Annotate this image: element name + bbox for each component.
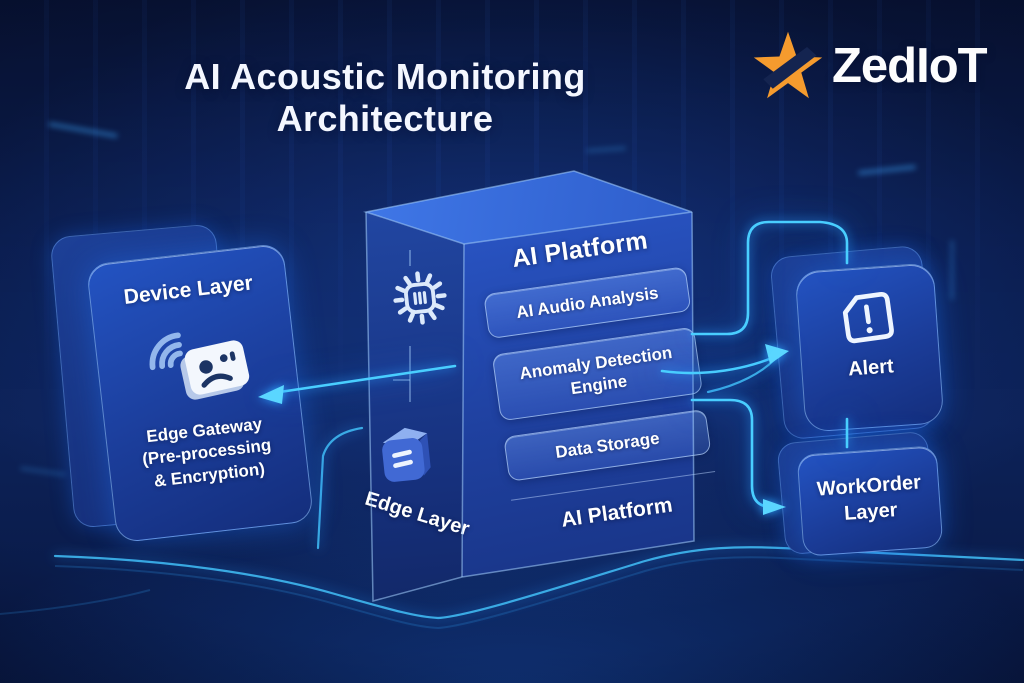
box-front-content: AI Platform AI Audio Analysis Anomaly De…: [470, 221, 727, 540]
page-title: AI Acoustic Monitoring Architecture: [80, 56, 690, 141]
warning-document-icon: [842, 291, 894, 344]
alert-label: Alert: [847, 355, 895, 381]
light-streak: [950, 240, 954, 300]
edge-cube-icon: [382, 427, 431, 482]
brand-logo: ZedIoT: [748, 28, 988, 104]
device-layer-card: Device Layer Edge Gateway (Pre-processin…: [85, 242, 315, 544]
ai-platform-box: Edge Layer AI Platform AI Audio Analysis…: [358, 165, 716, 615]
module-pill-data-storage: Data Storage: [503, 408, 712, 482]
workorder-card: WorkOrder Layer: [796, 445, 944, 557]
device-layer-title: Device Layer: [122, 271, 254, 309]
alert-card: Alert: [794, 262, 945, 433]
device-layer-caption: Edge Gateway (Pre-processing & Encryptio…: [106, 409, 308, 498]
star-bolt-icon: [753, 31, 823, 99]
module-pill-audio-analysis: AI Audio Analysis: [483, 266, 692, 340]
sound-wave-device-icon: [149, 332, 250, 400]
chip-gear-icon: [393, 271, 447, 325]
workorder-label: WorkOrder Layer: [798, 446, 941, 529]
title-line-2: Architecture: [276, 98, 494, 140]
module-pill-anomaly-detection: Anomaly Detection Engine: [491, 326, 703, 422]
title-line-1: AI Acoustic Monitoring: [184, 56, 586, 97]
light-streak: [20, 466, 66, 477]
brand-name: ZedIoT: [832, 39, 988, 93]
